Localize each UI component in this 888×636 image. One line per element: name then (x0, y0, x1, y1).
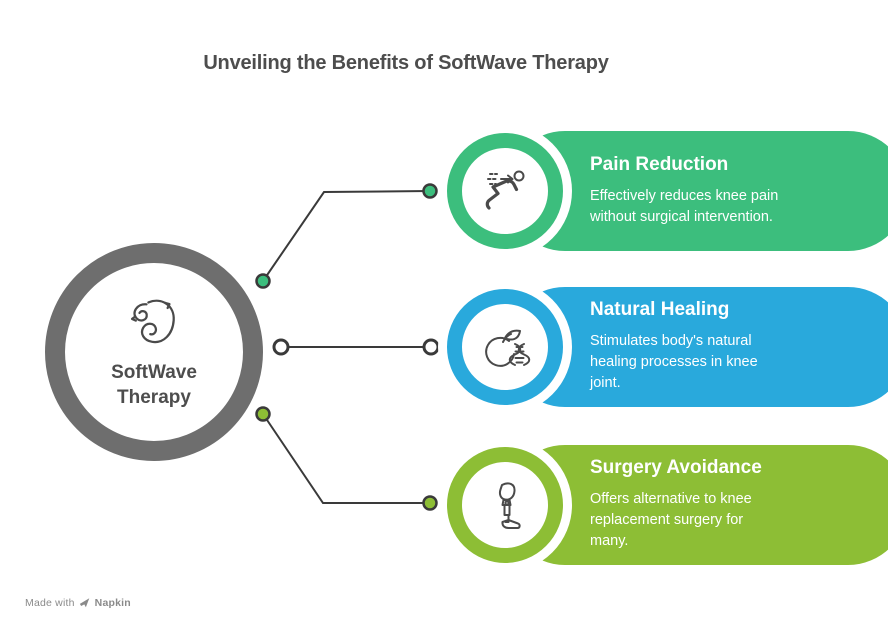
prosthetic-leg-icon (476, 476, 534, 534)
page-title: Unveiling the Benefits of SoftWave Thera… (203, 52, 609, 74)
made-with-napkin: Made with Napkin (25, 597, 131, 609)
benefit-card-pain-reduction: Pain Reduction Effectively reduces knee … (447, 131, 888, 251)
card-pill: Surgery Avoidance Offers alternative to … (505, 445, 888, 565)
benefit-card-surgery-avoidance: Surgery Avoidance Offers alternative to … (447, 445, 888, 565)
pain-reduction-icon (476, 162, 534, 220)
connector-dot-lime-hub (255, 406, 271, 422)
card-title: Natural Healing (590, 299, 730, 320)
card-pill: Natural Healing Stimulates body's natura… (505, 287, 888, 407)
hub-circle: SoftWave Therapy (45, 243, 263, 461)
connector-dot-lime-card (422, 495, 438, 511)
card-badge (447, 447, 563, 563)
card-pill: Pain Reduction Effectively reduces knee … (505, 131, 888, 251)
made-with-label: Made with (25, 597, 75, 609)
wave-swirl-icon (124, 294, 184, 354)
card-description: Effectively reduces knee pain without su… (590, 187, 779, 225)
connector-dot-hollow-hub (272, 338, 290, 356)
natural-healing-icon (476, 318, 534, 376)
card-badge (447, 133, 563, 249)
brand-label: Napkin (94, 597, 131, 609)
card-title: Surgery Avoidance (590, 457, 762, 478)
card-title: Pain Reduction (590, 153, 729, 175)
connector-dot-green-card (422, 183, 438, 199)
connector-dot-green-hub (255, 273, 271, 289)
card-description: Stimulates body's natural healing proces… (590, 333, 758, 391)
card-badge (447, 289, 563, 405)
pen-nib-icon (79, 597, 91, 609)
card-description: Offers alternative to knee replacement s… (590, 491, 752, 549)
connector-bottom (262, 413, 430, 504)
benefit-card-natural-healing: Natural Healing Stimulates body's natura… (447, 287, 888, 407)
connector-dot-hollow-card (422, 338, 440, 356)
hub-label: SoftWave Therapy (111, 362, 197, 408)
connector-top (262, 190, 431, 282)
